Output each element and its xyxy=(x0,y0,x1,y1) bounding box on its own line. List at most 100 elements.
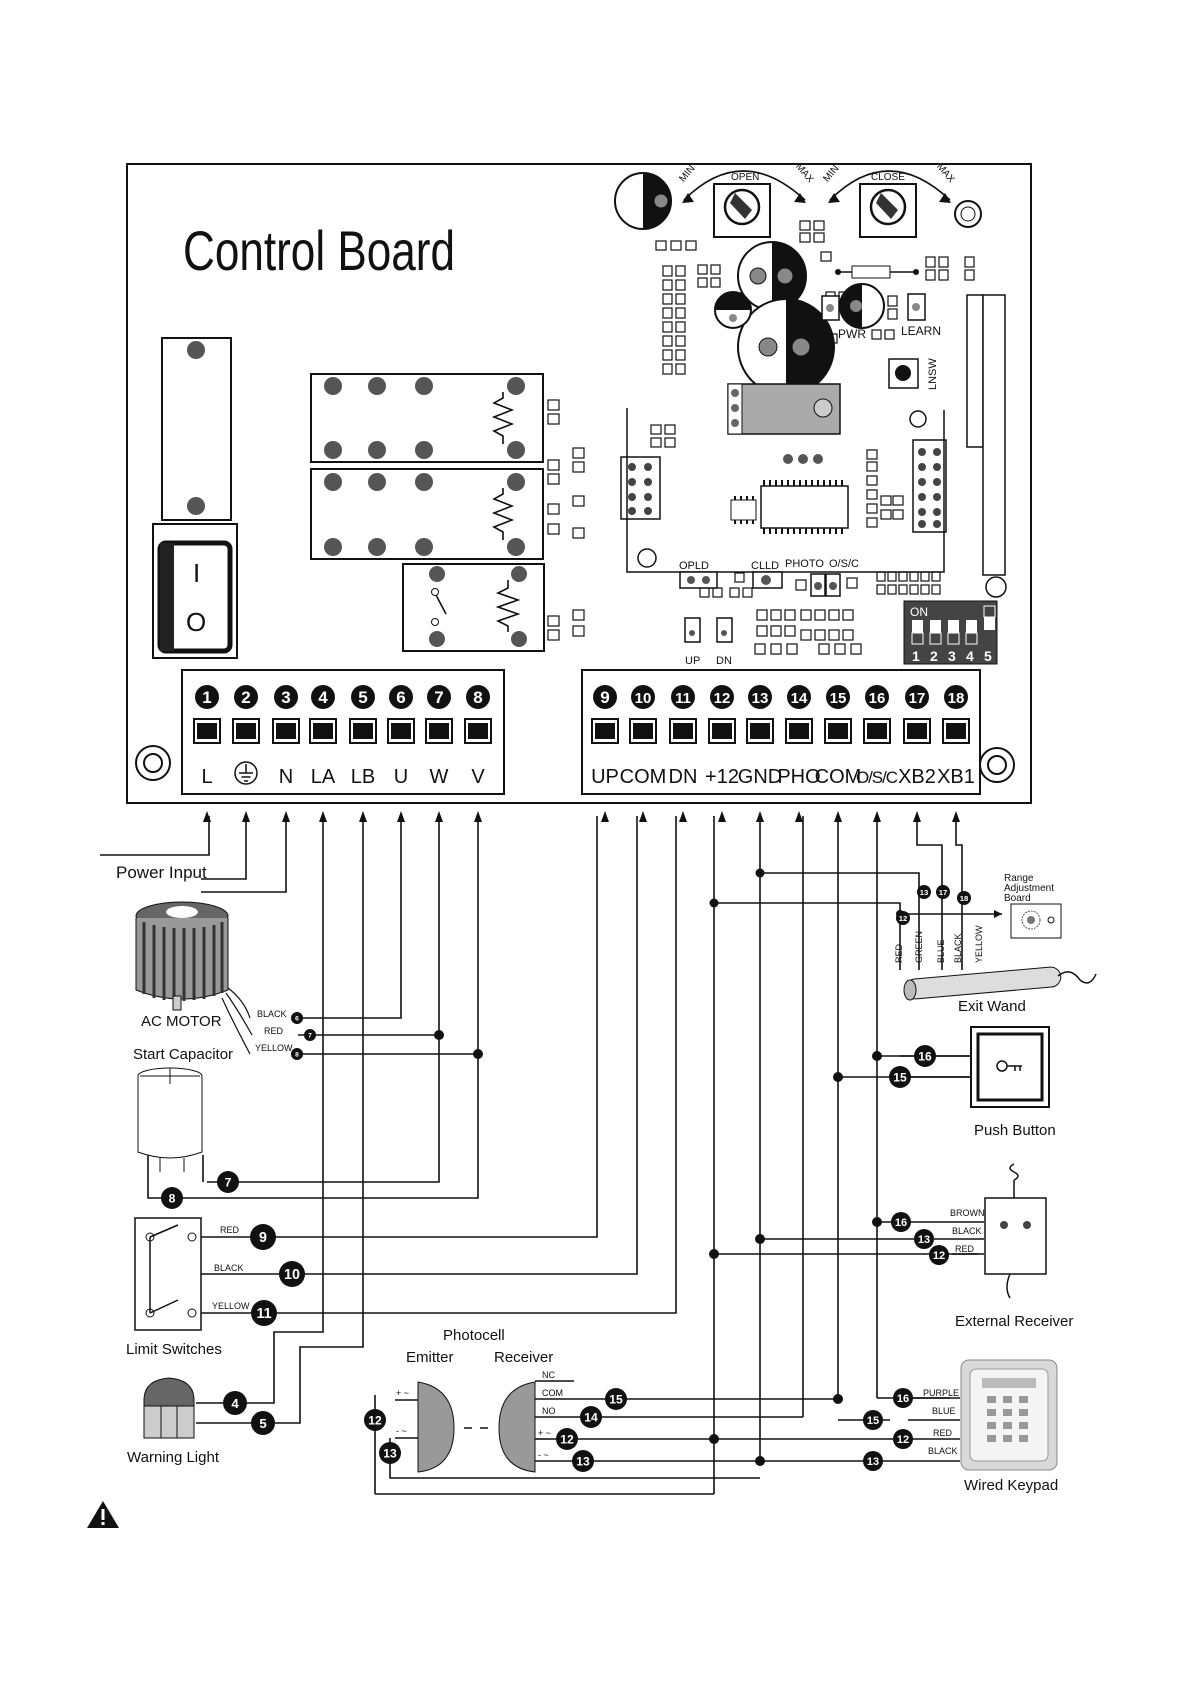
terminal-number: 2 xyxy=(241,688,250,707)
wired-keypad-label: Wired Keypad xyxy=(964,1477,1058,1494)
dn-label: DN xyxy=(716,655,732,667)
limit-switches-label: Limit Switches xyxy=(126,1341,222,1358)
terminal-number-badge xyxy=(671,685,695,709)
clld-jumper[interactable]: CLLD xyxy=(751,560,783,589)
receiver-nc-label: NC xyxy=(542,1370,555,1380)
terminal-4[interactable]: 4LA xyxy=(309,685,337,788)
wire-number-marker: 15 xyxy=(863,1410,883,1430)
terminal-8[interactable]: 8V xyxy=(464,685,492,788)
ext-receiver-black-label: BLACK xyxy=(952,1226,982,1236)
dip-switch[interactable]: ON 1 2 3 4 5 xyxy=(903,600,998,665)
osc-jumper[interactable]: O/S/C xyxy=(825,558,859,597)
ac-motor-label: AC MOTOR xyxy=(141,1013,222,1030)
terminal-label: XB1 xyxy=(937,766,975,788)
wire-number-marker: 13 xyxy=(914,1229,934,1249)
range-label-2: Adjustment xyxy=(1004,883,1054,894)
edge-connector-rail-1 xyxy=(966,294,984,448)
keypad-black-label: BLACK xyxy=(928,1446,958,1456)
terminal-label: UP xyxy=(591,766,619,788)
receiver-label: Receiver xyxy=(494,1349,553,1366)
terminal-16[interactable]: 16O/S/C xyxy=(856,685,898,787)
terminal-number-badge xyxy=(905,685,929,709)
terminal-number-badge xyxy=(787,685,811,709)
terminal-7[interactable]: 7W xyxy=(425,685,453,788)
learn-button[interactable]: LNSW xyxy=(888,358,939,390)
wire-number-marker: 8 xyxy=(291,1048,303,1060)
wire-number-marker: 9 xyxy=(250,1224,276,1250)
board-title: Control Board xyxy=(183,219,455,282)
edge-connector-rail-2 xyxy=(982,294,1006,576)
keypad-purple-label: PURPLE xyxy=(923,1388,959,1398)
terminal-1[interactable]: 1L xyxy=(193,685,221,788)
wire-number-marker: 13 xyxy=(379,1442,401,1464)
opld-label: OPLD xyxy=(679,560,709,572)
close-potentiometer[interactable]: CLOSE MIN MAX xyxy=(821,161,957,238)
terminal-number-badge xyxy=(748,685,772,709)
terminal-6[interactable]: 6U xyxy=(387,685,415,788)
terminal-number-badge xyxy=(826,685,850,709)
arrow-up-icon xyxy=(282,811,290,822)
wire-number-marker: 12 xyxy=(893,1429,913,1449)
motor-yellow-label: YELLOW xyxy=(255,1043,293,1053)
clld-label: CLLD xyxy=(751,560,779,572)
resistor xyxy=(835,265,919,279)
svg-text:16: 16 xyxy=(918,1049,932,1063)
receiver-com-label: COM xyxy=(542,1388,563,1398)
ground-icon xyxy=(234,761,258,785)
arrow-up-icon xyxy=(319,811,327,822)
terminal-number-badge xyxy=(234,685,258,709)
svg-text:13: 13 xyxy=(918,1234,930,1246)
arrow-up-icon xyxy=(795,811,803,822)
terminal-number: 3 xyxy=(281,688,290,707)
terminal-9[interactable]: 9UP xyxy=(591,685,619,788)
svg-text:11: 11 xyxy=(256,1306,271,1322)
wire-junctions xyxy=(145,868,904,1466)
arrow-up-icon xyxy=(873,811,881,822)
svg-text:8: 8 xyxy=(169,1191,176,1205)
terminal-3[interactable]: 3N xyxy=(272,685,300,788)
dip-on-label: ON xyxy=(910,605,928,619)
motor-black-label: BLACK xyxy=(257,1009,287,1019)
wire-number-marker: 16 xyxy=(914,1045,936,1067)
svg-text:4: 4 xyxy=(231,1396,239,1411)
start-capacitor-label: Start Capacitor xyxy=(133,1046,233,1063)
opld-jumper[interactable]: OPLD xyxy=(679,560,718,589)
terminal-number-badge xyxy=(944,685,968,709)
external-receiver-label: External Receiver xyxy=(955,1313,1073,1330)
dip-number-2: 2 xyxy=(930,648,938,664)
learn-led-label: LEARN xyxy=(901,324,941,338)
svg-text:7: 7 xyxy=(225,1175,232,1189)
terminal-12[interactable]: 12+12 xyxy=(705,685,739,788)
relay-3 xyxy=(402,563,545,652)
wire-number-marker: 7 xyxy=(217,1171,239,1193)
svg-text:13: 13 xyxy=(867,1456,879,1468)
up-label: UP xyxy=(685,655,700,667)
dn-button[interactable]: DN xyxy=(716,617,733,667)
terminal-number: 6 xyxy=(396,688,405,707)
photo-jumper[interactable]: PHOTO xyxy=(785,558,826,597)
wand-black-label: BLACK xyxy=(953,933,963,963)
terminal-number: 12 xyxy=(714,690,731,707)
svg-text:6: 6 xyxy=(295,1015,299,1022)
terminal-number-badge xyxy=(593,685,617,709)
motor-red-label: RED xyxy=(264,1026,284,1036)
terminal-2[interactable]: 2 xyxy=(232,685,260,785)
arrow-up-icon xyxy=(397,811,405,822)
terminal-label: LA xyxy=(311,766,336,788)
up-button[interactable]: UP xyxy=(684,617,701,667)
terminal-5[interactable]: 5LB xyxy=(349,685,377,788)
terminal-number-badge xyxy=(274,685,298,709)
terminal-number: 18 xyxy=(948,690,965,707)
limit-black-label: BLACK xyxy=(214,1263,244,1273)
terminal-number-badge xyxy=(427,685,451,709)
svg-text:15: 15 xyxy=(867,1415,879,1427)
svg-text:9: 9 xyxy=(259,1230,267,1246)
open-potentiometer[interactable]: OPEN MIN MAX xyxy=(677,161,816,238)
